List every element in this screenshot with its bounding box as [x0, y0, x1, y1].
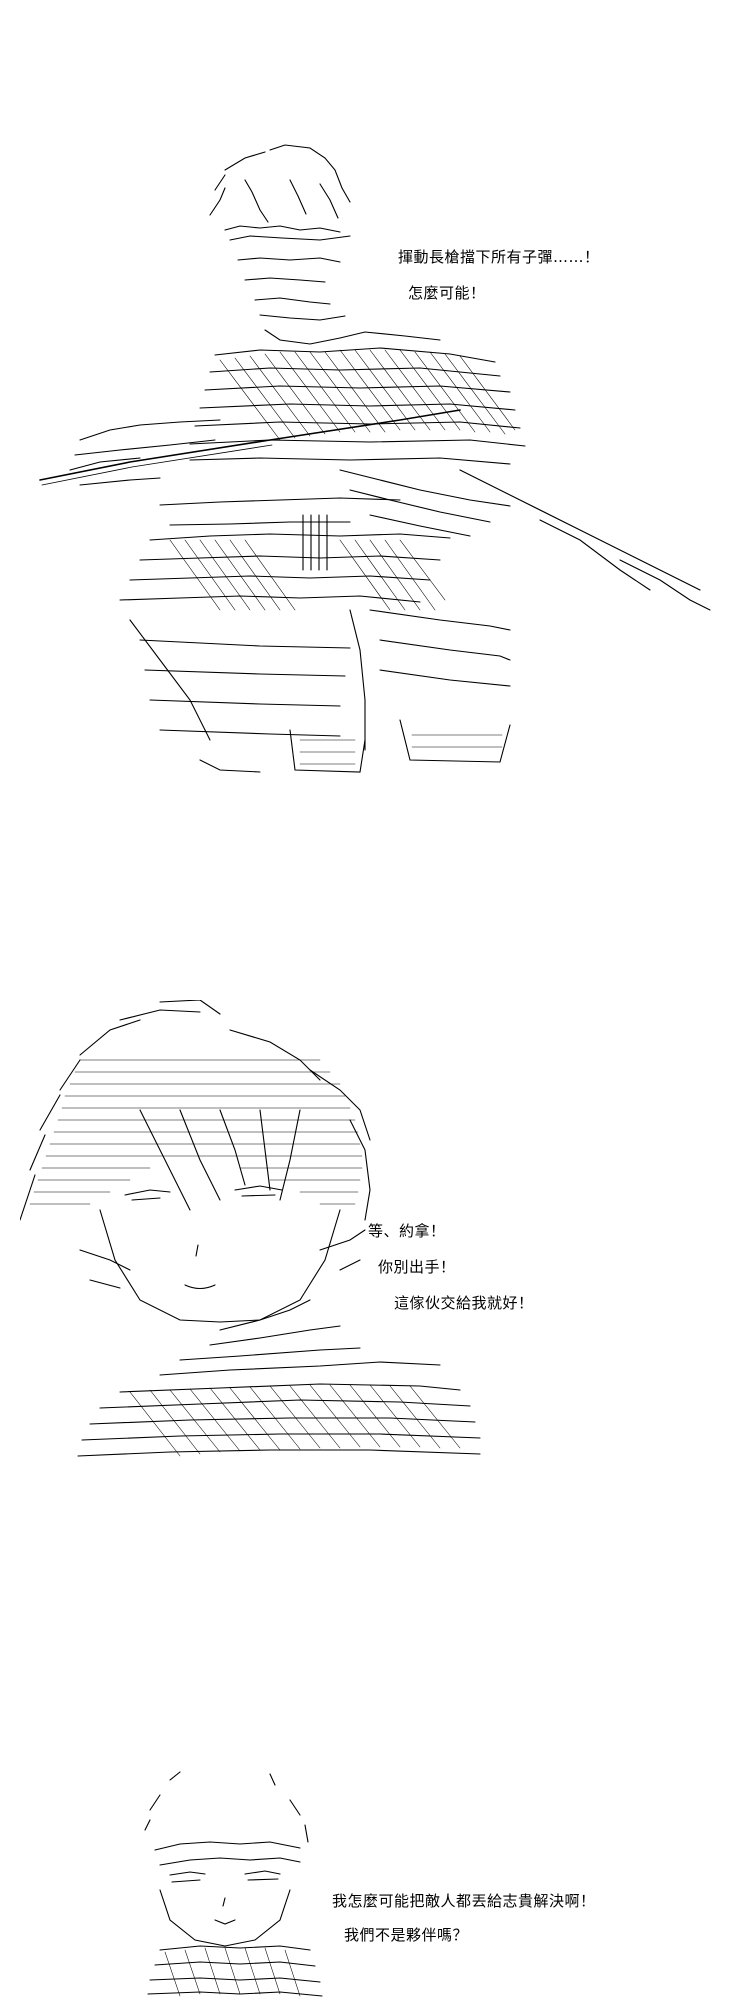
- ascii-art-character-bust: [140, 1770, 340, 2000]
- dialogue-line: 你別出手！: [378, 1258, 456, 1276]
- dialogue-line: 等、約拿！: [368, 1222, 446, 1240]
- ascii-art-bust-svg: [144, 1771, 323, 1997]
- panel-1: 揮動長槍擋下所有子彈……！ 怎麼可能！: [0, 0, 740, 860]
- dialogue-line: 這傢伙交給我就好！: [394, 1294, 534, 1312]
- ascii-art-shiki-figure: [20, 1000, 500, 1460]
- dialogue-line: 怎麼可能！: [408, 284, 486, 302]
- ascii-art-shiki-svg: [20, 1000, 481, 1457]
- dialogue-line: 我們不是夥伴嗎？: [344, 1926, 469, 1944]
- dialogue-line: 揮動長槍擋下所有子彈……！: [398, 248, 600, 266]
- ascii-art-lancer-figure: [20, 140, 720, 790]
- ascii-art-lancer-svg: [39, 144, 711, 773]
- dialogue-line: 我怎麼可能把敵人都丟給志貴解決啊！: [332, 1892, 596, 1910]
- panel-3: 我怎麼可能把敵人都丟給志貴解決啊！ 我們不是夥伴嗎？: [0, 1620, 740, 2000]
- panel-2: 等、約拿！ 你別出手！ 這傢伙交給我就好！: [0, 860, 740, 1620]
